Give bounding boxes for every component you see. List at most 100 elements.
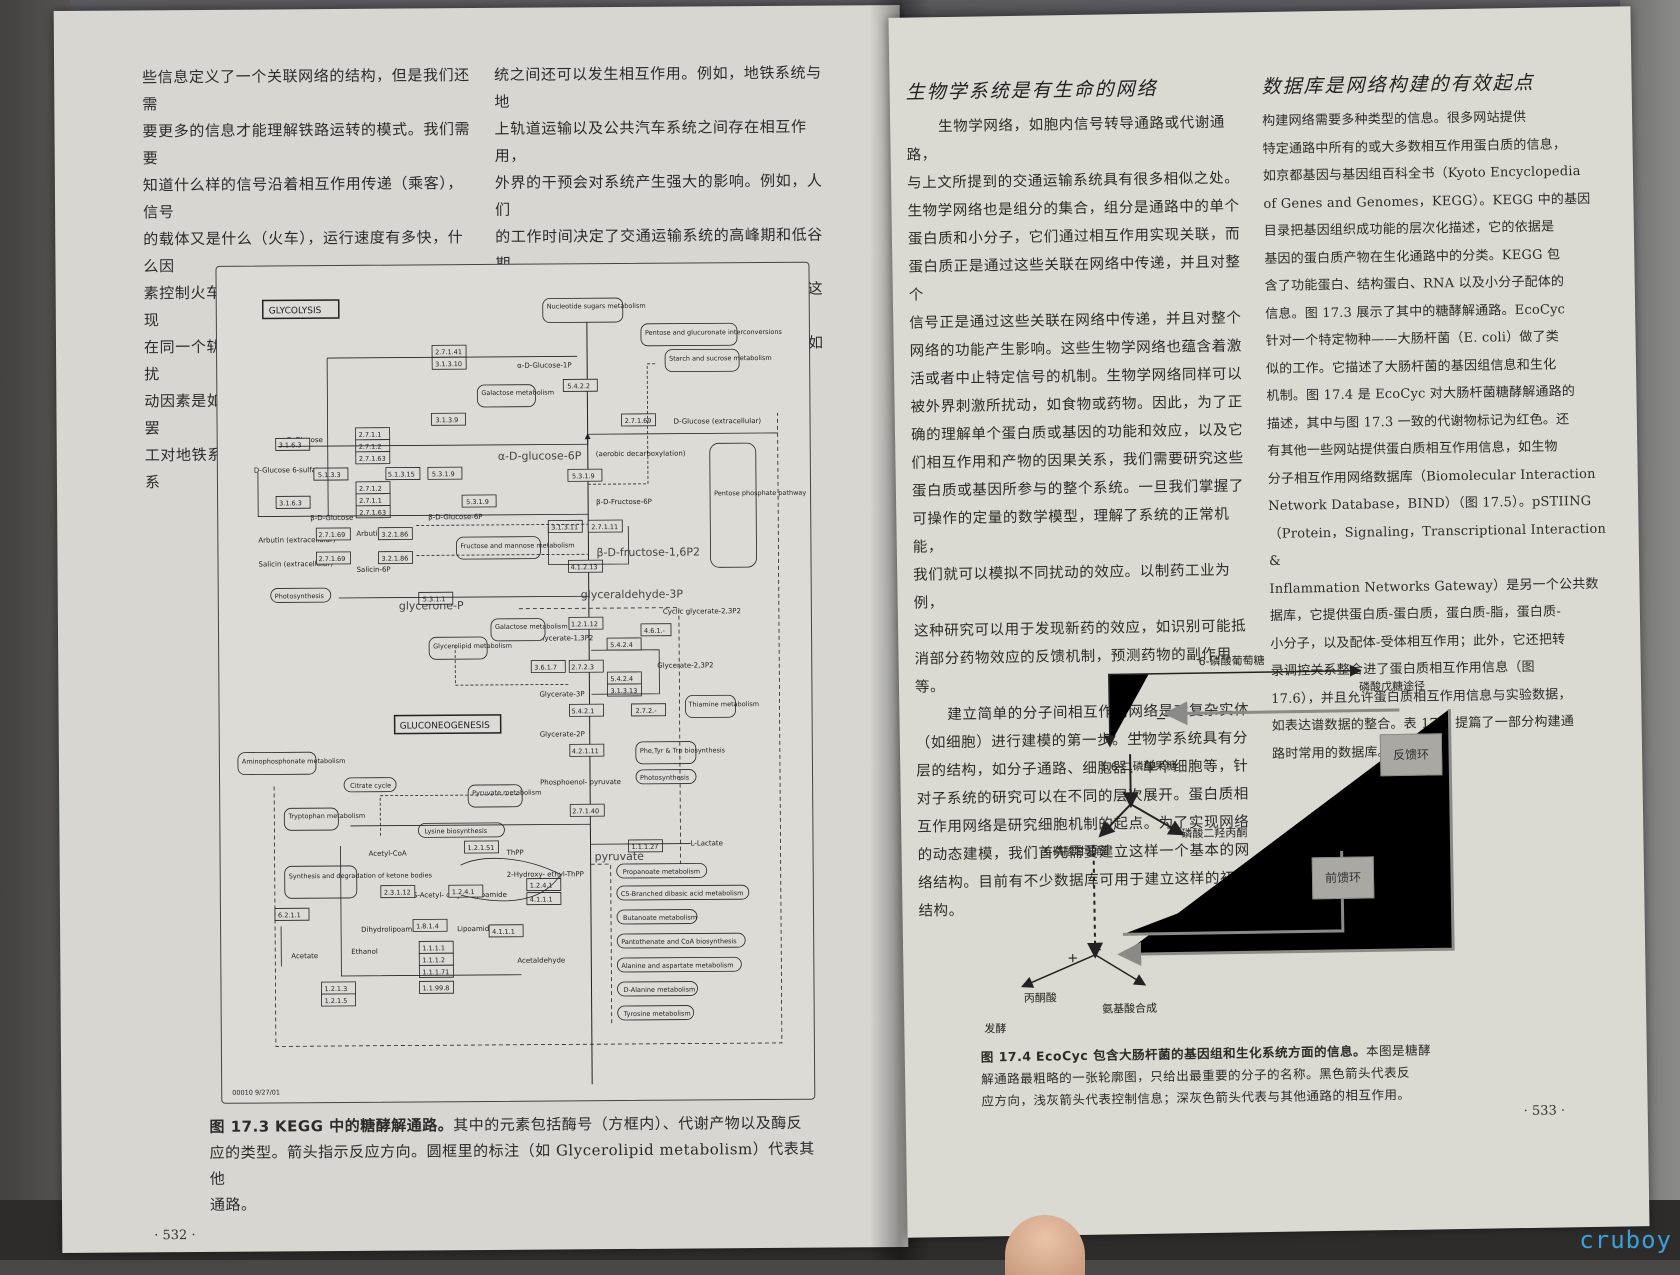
label-dhap: 磷酸二羟丙酮 — [1181, 824, 1247, 841]
svg-text:Tyrosine metabolism: Tyrosine metabolism — [623, 1010, 691, 1018]
compound-cyclic-glycerate: Cyclic glycerate-2,3P2 — [663, 607, 741, 616]
plus-sign-1: + — [1134, 728, 1145, 743]
label-fermentation: 发酵 — [984, 1020, 1006, 1036]
compound-acetate: Acetate — [291, 952, 318, 960]
compound-glucose-6-sulfate: D-Glucose 6-sulfate — [254, 466, 323, 474]
svg-text:Propanoate metabolism: Propanoate metabolism — [623, 867, 700, 876]
label-f16bp: 1,6-二磷酸果糖 — [1100, 757, 1177, 774]
svg-text:4.6.1.-: 4.6.1.- — [644, 627, 666, 635]
svg-text:Fructose and mannose metabolis: Fructose and mannose metabolism — [460, 541, 574, 550]
svg-text:1.2.4.1: 1.2.4.1 — [530, 882, 553, 890]
right-col1-first: 生物学网络， — [906, 118, 1029, 136]
svg-text:3.1.3.10: 3.1.3.10 — [435, 360, 462, 368]
svg-text:C5-Branched dibasic acid metab: C5-Branched dibasic acid metabolism — [621, 889, 744, 898]
right-col1-p1: 如胞内信号转导通路或代谢通路， 与上文所提到的交通运输系统具有很多相似之处。 生… — [907, 115, 1247, 696]
svg-text:5.3.1.9: 5.3.1.9 — [572, 472, 595, 480]
feedback-loop-box: 反馈环 — [1380, 733, 1443, 776]
svg-text:4.1.1.1: 4.1.1.1 — [492, 928, 515, 936]
figure-17-3-caption: 图 17.3 KEGG 中的糖酵解通路。其中的元素包括酶号（方框内）、代谢产物以… — [209, 1110, 830, 1218]
svg-text:Alanine and aspartate metaboli: Alanine and aspartate metabolism — [621, 961, 733, 970]
svg-text:3.1.6.3: 3.1.6.3 — [279, 441, 302, 449]
ecocyc-diagram-arrows — [979, 648, 1545, 1037]
svg-text:5.3.1.9: 5.3.1.9 — [432, 470, 455, 478]
left-page: 些信息定义了一个关联网络的结构，但是我们还需 要更多的信息才能理解铁路运转的模式… — [54, 5, 909, 1253]
svg-text:3.1.3.9: 3.1.3.9 — [436, 416, 459, 424]
svg-text:1.2.4.1: 1.2.4.1 — [452, 888, 475, 896]
glycolysis-pathway-diagram: GLYCOLYSIS GLUCONEOGENESIS α-D-glucose-6… — [216, 263, 814, 1103]
svg-text:6.2.1.1: 6.2.1.1 — [278, 911, 301, 919]
label-pyruvate: 丙酮酸 — [1024, 989, 1057, 1006]
svg-text:Lysine biosynthesis: Lysine biosynthesis — [424, 827, 487, 835]
svg-text:Phe,Tyr & Trp biosynthesis: Phe,Tyr & Trp biosynthesis — [640, 746, 726, 755]
svg-text:Thiamine metabolism: Thiamine metabolism — [688, 700, 760, 708]
svg-text:Pyruvate metabolism: Pyruvate metabolism — [472, 789, 541, 797]
feedforward-loop-box: 前馈环 — [1312, 856, 1375, 899]
svg-text:1.1.99.8: 1.1.99.8 — [422, 984, 449, 992]
figure-17-4-caption: 图 17.4 EcoCyc 包含大肠杆菌的基因组和生化系统方面的信息。本图是糖酵… — [981, 1037, 1572, 1112]
svg-text:2.7.1.1: 2.7.1.1 — [359, 431, 382, 439]
svg-text:1.8.1.4: 1.8.1.4 — [416, 922, 439, 930]
compound-b-d-fructose-6p: β-D-Fructose-6P — [596, 498, 652, 506]
svg-text:1.2.1.51: 1.2.1.51 — [468, 844, 495, 852]
svg-text:5.4.2.1: 5.4.2.1 — [572, 707, 595, 715]
svg-text:2.3.1.12: 2.3.1.12 — [384, 888, 411, 896]
svg-text:5.4.2.4: 5.4.2.4 — [610, 675, 633, 683]
page-number-533: · 533 · — [1524, 1103, 1566, 1119]
plus-sign-2: + — [1067, 951, 1078, 966]
label-g3p: 3-磷酸甘油醛 — [1041, 843, 1107, 860]
svg-text:2.7.1.69: 2.7.1.69 — [318, 531, 345, 539]
svg-text:5.4.2.4: 5.4.2.4 — [610, 641, 633, 649]
compound-a-d-glucose-6p: α-D-glucose-6P — [498, 449, 582, 463]
minus-sign-1: − — [1155, 712, 1166, 727]
compound-l-lactate: L-Lactate — [690, 839, 722, 847]
compound-hydroxyethyl-thpp: 2-Hydroxy- ethyl-ThPP — [507, 870, 584, 879]
svg-text:4.1.1.1: 4.1.1.1 — [530, 896, 553, 904]
svg-text:Glycerolipid metabolism: Glycerolipid metabolism — [433, 642, 512, 651]
svg-text:3.2.1.86: 3.2.1.86 — [381, 555, 408, 563]
main-trunk-line — [587, 304, 592, 1084]
compound-lipoamide: Lipoamide — [457, 925, 493, 933]
svg-text:1.1.1.1: 1.1.1.1 — [422, 944, 445, 952]
gluconeogenesis-title: GLUCONEOGENESIS — [400, 721, 491, 732]
svg-text:2.7.2.3: 2.7.2.3 — [571, 663, 594, 671]
svg-text:2.7.1.69: 2.7.1.69 — [318, 555, 345, 563]
watermark: cruboy — [1579, 1226, 1672, 1254]
svg-text:3.2.1.86: 3.2.1.86 — [381, 531, 408, 539]
figure-17-3-caption-title: KEGG 中的糖酵解通路。 — [275, 1116, 453, 1135]
compound-ethanol: Ethanol — [351, 948, 378, 956]
svg-text:2.7.1.11: 2.7.1.11 — [591, 523, 618, 531]
compound-acetaldehyde: Acetaldehyde — [517, 956, 565, 964]
label-aa-synthesis: 氨基酸合成 — [1102, 1000, 1157, 1017]
figure-17-4-caption-label: 图 17.4 — [981, 1049, 1032, 1065]
svg-text:Nucleotide sugars metabolism: Nucleotide sugars metabolism — [547, 302, 646, 311]
compound-glycerate-13p2: Glycerate-1,3P2 — [537, 634, 593, 642]
svg-text:Pentose phosphate pathway: Pentose phosphate pathway — [714, 489, 806, 498]
compound-glycerate-2p: Glycerate-2P — [540, 730, 585, 738]
compound-acetyl-coa: Acetyl-CoA — [369, 850, 407, 858]
svg-text:2.7.1.2: 2.7.1.2 — [359, 443, 382, 451]
glycolysis-title: GLYCOLYSIS — [269, 306, 322, 316]
svg-text:Galactose metabolism: Galactose metabolism — [481, 388, 554, 397]
svg-text:Starch and sucrose metabolism: Starch and sucrose metabolism — [669, 354, 772, 363]
figure-17-3-caption-label: 图 17.3 — [209, 1117, 269, 1135]
svg-text:5.3.1.1: 5.3.1.1 — [423, 595, 446, 603]
figure-17-4-caption-title: EcoCyc 包含大肠杆菌的基因组和生化系统方面的信息。 — [1036, 1044, 1366, 1064]
svg-text:1.1.1.2: 1.1.1.2 — [422, 956, 445, 964]
compound-thpp: ThPP — [506, 849, 524, 857]
page-number-532: · 532 · — [154, 1228, 195, 1243]
svg-text:5.1.3.3: 5.1.3.3 — [318, 471, 341, 479]
compound-d-glucose-ext: D-Glucose (extracellular) — [674, 417, 762, 426]
svg-text:1.2.1.5: 1.2.1.5 — [325, 997, 348, 1005]
svg-text:1.2.1.3: 1.2.1.3 — [324, 985, 347, 993]
plus-sign-3: + — [1091, 943, 1102, 958]
compound-salicin-6p: Salicin-6P — [357, 566, 391, 574]
svg-text:1.2.1.12: 1.2.1.12 — [571, 620, 598, 628]
svg-text:2.7.2.-: 2.7.2.- — [636, 707, 658, 715]
svg-text:2.7.1.2: 2.7.1.2 — [359, 485, 382, 493]
svg-text:3.6.1.7: 3.6.1.7 — [534, 663, 557, 671]
svg-text:Pantothenate and CoA biosynthe: Pantothenate and CoA biosynthesis — [621, 937, 737, 946]
svg-text:Pentose and glucuronate interc: Pentose and glucuronate interconversions — [645, 328, 783, 337]
svg-text:Aminophosphonate metabolism: Aminophosphonate metabolism — [242, 757, 346, 766]
compound-fructose-16p2: β-D-fructose-1,6P2 — [596, 545, 700, 559]
svg-text:2.7.1.63: 2.7.1.63 — [359, 455, 386, 463]
